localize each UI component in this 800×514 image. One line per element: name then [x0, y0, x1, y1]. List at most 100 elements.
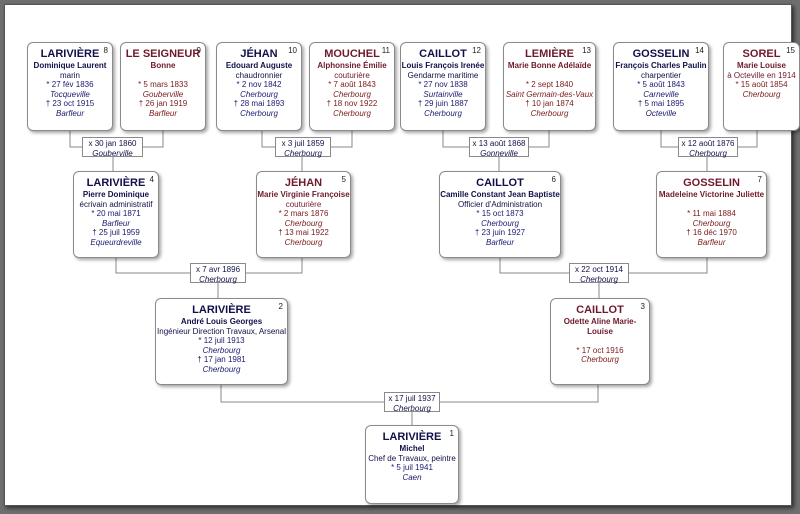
death-place: Cherbourg	[284, 237, 323, 247]
birth-place: Cherbourg	[481, 218, 519, 228]
given-names: François Charles Paulin	[615, 61, 707, 70]
death-place: Octeville	[645, 108, 677, 118]
birth-place: Tocqueville	[50, 89, 90, 99]
person-card-4[interactable]: 4 LARIVIÈRE Pierre Dominique écrivain ad…	[73, 171, 159, 258]
person-card-3[interactable]: 3 CAILLOT Odette Aline Marie-Louise * 17…	[550, 298, 650, 385]
person-card-9[interactable]: 9 LE SEIGNEUR Bonne * 5 mars 1833 Gouber…	[120, 42, 206, 131]
birth-date: * 2 sept 1840	[525, 80, 574, 90]
sosa-number: 2	[278, 302, 283, 311]
person-card-6[interactable]: 6 CAILLOT Camille Constant Jean Baptiste…	[439, 171, 561, 258]
person-card-1[interactable]: 1 LARIVIÈRE Michel Chef de Travaux, pein…	[365, 425, 459, 504]
sosa-number: 3	[640, 302, 645, 311]
spacer	[657, 200, 766, 210]
sosa-number: 12	[472, 46, 481, 55]
person-card-15[interactable]: 15 SOREL Marie Louise à Octeville en 191…	[723, 42, 800, 131]
sosa-number: 6	[551, 175, 556, 184]
death-date: † 29 juin 1887	[417, 99, 469, 109]
person-card-11[interactable]: 11 MOUCHEL Alphonsine Émilie couturière …	[309, 42, 395, 131]
surname: LARIVIÈRE	[382, 431, 442, 443]
marriage-place: Cherbourg	[284, 148, 322, 158]
marriage-date: x 3 juil 1859	[281, 139, 325, 148]
marriage-box-6-7: x 22 oct 1914 Cherbourg	[569, 263, 629, 284]
person-card-2[interactable]: 2 LARIVIÈRE André Louis Georges Ingénieu…	[155, 298, 288, 385]
sosa-number: 9	[196, 46, 201, 55]
birth-date: * 2 nov 1842	[236, 80, 282, 90]
given-names: Bonne	[150, 61, 176, 70]
marriage-date: x 12 août 1876	[681, 139, 735, 148]
birth-date: * 27 nov 1838	[418, 80, 468, 90]
occupation: marin	[59, 70, 80, 80]
birth-date: * 27 fév 1836	[46, 80, 94, 90]
spacer	[551, 336, 649, 346]
marriage-date: x 13 août 1868	[472, 139, 526, 148]
marriage-box-10-11: x 3 juil 1859 Cherbourg	[275, 137, 331, 158]
birth-place: Cherbourg	[333, 89, 371, 99]
birth-place: Barfleur	[101, 218, 130, 228]
death-place: Barfleur	[485, 237, 514, 247]
birth-place: Cherbourg	[202, 345, 241, 355]
surname: CAILLOT	[419, 48, 467, 60]
birth-date: * 5 juil 1941	[391, 463, 433, 473]
marriage-place: Cherbourg	[580, 274, 618, 284]
person-card-7[interactable]: 7 GOSSELIN Madeleine Victorine Juliette …	[656, 171, 767, 258]
death-place: Cherbourg	[333, 108, 371, 118]
surname: JÉHAN	[284, 177, 323, 189]
person-card-5[interactable]: 5 JÉHAN Marie Virginie Françoise couturi…	[256, 171, 351, 258]
birth-place: Caen	[402, 472, 422, 482]
occupation: Chef de Travaux, peintre	[368, 453, 456, 463]
surname: LARIVIÈRE	[192, 304, 251, 316]
death-place: Cherbourg	[240, 108, 278, 118]
marriage-date: x 7 avr 1896	[195, 265, 241, 274]
occupation: couturière	[334, 70, 370, 80]
given-names: André Louis Georges	[180, 317, 263, 326]
given-names: Marie Virginie Françoise	[257, 190, 350, 199]
birth-place: Saint Germain-des-Vaux	[505, 89, 594, 99]
death-date: † 17 jan 1981	[197, 355, 246, 365]
birth-place: Gouberville	[142, 89, 184, 99]
death-place: Barfleur	[697, 237, 726, 247]
death-place: Cherbourg	[424, 108, 462, 118]
occupation: charpentier	[640, 70, 682, 80]
marriage-box-4-5: x 7 avr 1896 Cherbourg	[190, 263, 246, 284]
birth-date: * 2 mars 1876	[278, 209, 329, 219]
spacer	[504, 71, 595, 81]
death-place: Equeurdreville	[90, 237, 142, 247]
birth-date: * 5 mars 1833	[138, 80, 188, 90]
given-names: Dominique Laurent	[33, 61, 107, 70]
death-date: † 25 juil 1959	[92, 228, 140, 238]
sosa-number: 13	[582, 46, 591, 55]
person-card-14[interactable]: 14 GOSSELIN François Charles Paulin char…	[613, 42, 709, 131]
marriage-date: x 30 jan 1860	[88, 139, 137, 148]
sosa-number: 15	[786, 46, 795, 55]
surname: SOREL	[742, 48, 781, 60]
given-names: Camille Constant Jean Baptiste	[440, 190, 560, 199]
given-names: Alphonsine Émilie	[317, 61, 387, 70]
birth-place: Cherbourg	[581, 355, 619, 365]
sosa-number: 7	[757, 175, 762, 184]
person-card-10[interactable]: 10 JÉHAN Edouard Auguste chaudronnier * …	[216, 42, 302, 131]
birth-place: Cherbourg	[742, 89, 781, 99]
marriage-place: Cherbourg	[393, 403, 431, 413]
birth-place: Cherbourg	[284, 218, 323, 228]
sosa-number: 10	[288, 46, 297, 55]
surname: LARIVIÈRE	[86, 177, 146, 189]
person-card-12[interactable]: 12 CAILLOT Louis François Irenée Gendarm…	[400, 42, 486, 131]
death-place: Cherbourg	[530, 108, 569, 118]
sosa-number: 1	[449, 429, 454, 438]
birth-date: * 12 juil 1913	[198, 336, 245, 346]
person-card-8[interactable]: 8 LARIVIÈRE Dominique Laurent marin * 27…	[27, 42, 113, 131]
death-date: † 5 mai 1895	[637, 99, 685, 109]
birth-date: * 5 août 1843	[637, 80, 685, 90]
death-place: Cherbourg	[202, 364, 241, 374]
given-names: Madeleine Victorine Juliette	[658, 190, 765, 199]
given-names: Marie Louise	[737, 61, 786, 70]
death-date: † 28 mai 1893	[233, 99, 285, 109]
given-names: Edouard Auguste	[225, 61, 293, 70]
death-date: † 23 oct 1915	[45, 99, 95, 109]
death-date: † 13 mai 1922	[278, 228, 329, 238]
surname: CAILLOT	[476, 177, 524, 189]
given-names: Odette Aline Marie-Louise	[563, 317, 637, 336]
birth-place: Carneville	[643, 89, 679, 99]
person-card-13[interactable]: 13 LEMIÈRE Marie Bonne Adélaïde * 2 sept…	[503, 42, 596, 131]
surname: JÉHAN	[240, 48, 278, 60]
